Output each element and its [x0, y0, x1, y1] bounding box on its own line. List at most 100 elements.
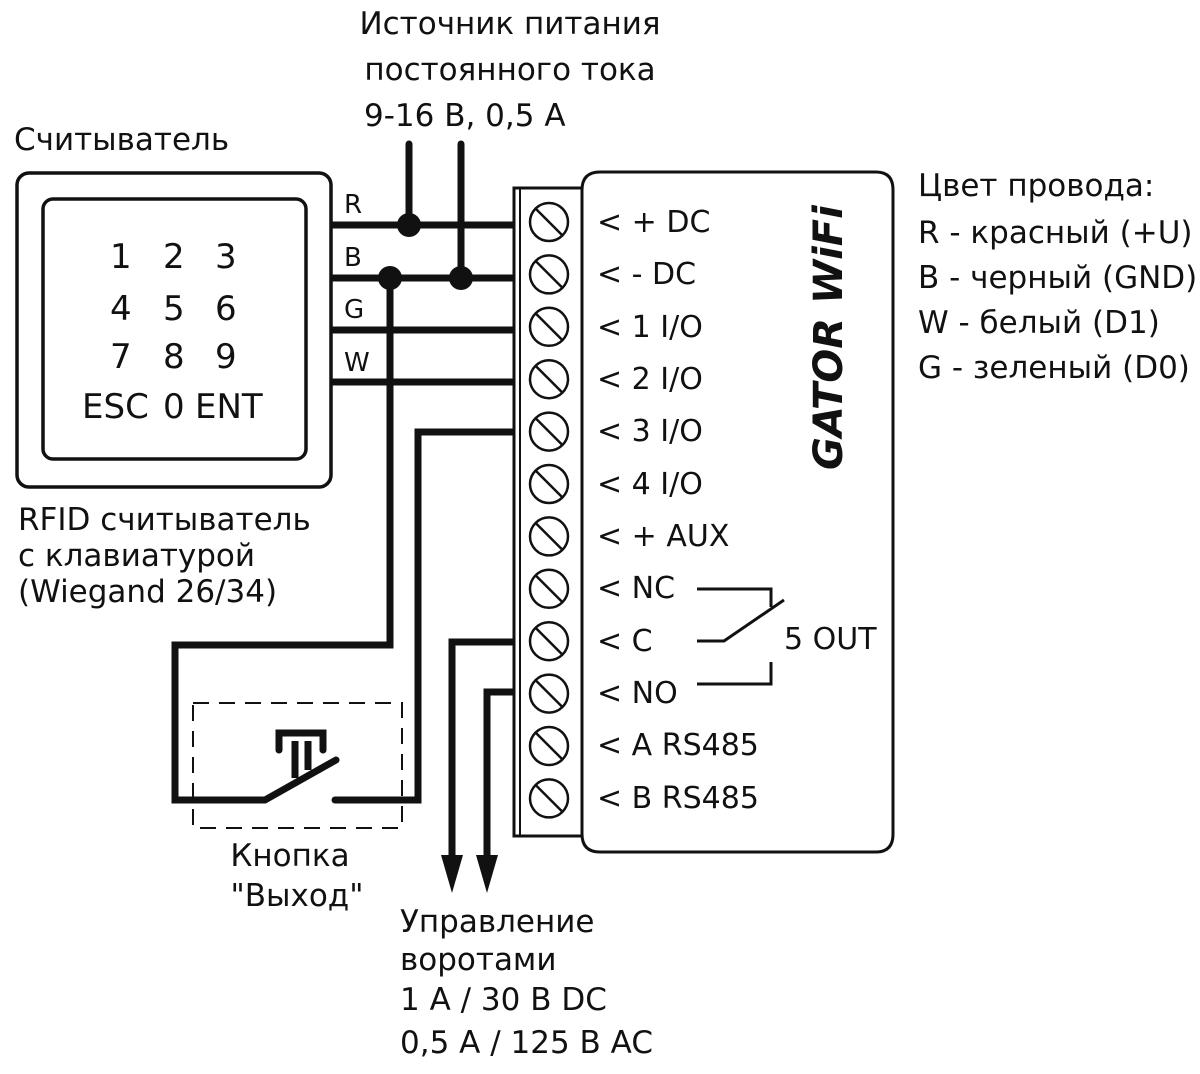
reader-wires: [331, 221, 514, 386]
key-5: 5: [163, 289, 185, 329]
relay-common-arm: [697, 598, 785, 643]
terminal-label: < + AUX: [597, 519, 729, 554]
relay-label: 5 OUT: [784, 622, 877, 657]
button-contact: [261, 756, 340, 804]
wire-relay-c: [448, 638, 514, 860]
key-3: 3: [215, 237, 237, 277]
screw-slot: [535, 679, 563, 708]
wire-letter-labels: R B G W: [344, 190, 370, 378]
screw-slot: [535, 470, 563, 498]
wire-label-g: G: [344, 295, 364, 325]
wire-label-w: W: [344, 348, 370, 378]
terminal-label: < B RS485: [597, 781, 759, 816]
key-ent: ENT: [195, 387, 263, 427]
junction-dot: [449, 266, 473, 290]
key-8: 8: [163, 337, 185, 377]
wire-label-b: B: [344, 243, 362, 273]
rfid-reader: 1 2 3 4 5 6 7 8 9 ESC 0 ENT: [15, 171, 333, 489]
terminal-label: < NC: [597, 571, 675, 606]
keypad: 1 2 3 4 5 6 7 8 9 ESC 0 ENT: [82, 237, 263, 427]
terminal-labels: < + DC < - DC < 1 I/O < 2 I/O < 3 I/O < …: [597, 205, 759, 816]
controller-body: [580, 170, 895, 854]
terminal-screw-icon: [528, 516, 570, 557]
legend-item: B - черный (GND): [918, 260, 1197, 296]
exit-button-circuit: [171, 278, 518, 829]
legend-item: R - красный (+U): [918, 215, 1192, 251]
legend-item: W - белый (D1): [918, 305, 1160, 341]
terminal-label: < 1 I/O: [597, 310, 703, 345]
wire-color-legend: Цвет провода: R - красный (+U) B - черны…: [918, 168, 1197, 386]
terminal-screw-icon: [528, 568, 570, 610]
terminal-screw-icon: [528, 254, 570, 295]
screw-slot: [535, 260, 563, 289]
relay-no-contact: [697, 662, 773, 686]
gate-control-wires: [441, 638, 514, 893]
key-1: 1: [110, 237, 132, 277]
arrow-down-icon: [441, 855, 463, 893]
terminal-label: < 2 I/O: [597, 362, 703, 397]
gate-control-line2: воротами: [400, 942, 556, 978]
button-cap: [275, 729, 327, 754]
power-supply-line1: Источник питания: [359, 6, 660, 42]
screw-slot: [535, 784, 563, 813]
terminal-screw-icon: [528, 306, 570, 348]
terminal-screw-icon: [528, 725, 570, 767]
relay-nc-contact: [697, 587, 773, 607]
key-esc: ESC: [82, 387, 149, 427]
legend-item: G - зеленый (D0): [918, 350, 1190, 386]
reader-caption-line3: (Wiegand 26/34): [18, 574, 277, 610]
terminal-screw-icon: [528, 201, 570, 243]
power-supply-line2: постоянного тока: [364, 52, 655, 88]
legend-title: Цвет провода:: [918, 168, 1154, 204]
arrow-down-icon: [476, 855, 498, 893]
terminal-label: < C: [597, 624, 653, 659]
terminal-screw-icon: [528, 411, 570, 452]
terminal-screw-icon: [528, 778, 570, 819]
screw-slot: [535, 627, 563, 656]
gate-control-line3: 1 А / 30 В DC: [400, 982, 607, 1018]
screw-slot: [535, 574, 563, 603]
junction-dot: [397, 213, 421, 237]
power-leads: [378, 140, 473, 290]
reader-caption: RFID считыватель с клавиатурой (Wiegand …: [18, 502, 311, 610]
gator-wifi-controller: GATOR WiFi < + DC < - DC < 1 I/O < 2 I/O…: [512, 170, 895, 854]
key-9: 9: [215, 337, 237, 377]
terminal-screw-icon: [528, 673, 570, 714]
reader-outer-frame: [15, 171, 333, 489]
terminal-screw-icon: [528, 358, 570, 400]
terminal-label: < NO: [597, 676, 678, 711]
key-7: 7: [110, 337, 132, 377]
terminal-label: < A RS485: [597, 728, 759, 763]
screw-slot: [535, 208, 563, 236]
terminal-screw-icon: [528, 620, 570, 662]
terminal-label: < + DC: [597, 205, 710, 240]
power-supply-line3: 9-16 В, 0,5 А: [364, 98, 566, 134]
screw-slot: [535, 312, 563, 341]
reader-caption-line1: RFID считыватель: [18, 502, 311, 538]
terminal-label: < - DC: [597, 257, 696, 292]
screw-slot: [535, 522, 563, 551]
screw-slot: [535, 732, 563, 760]
exit-button-enclosure: [192, 702, 403, 829]
exit-button-label-line2: "Выход": [230, 878, 363, 914]
screw-slot: [535, 417, 563, 446]
wire-label-r: R: [344, 190, 362, 220]
terminal-label: < 3 I/O: [597, 414, 703, 449]
controller-brand: GATOR WiFi: [806, 204, 852, 470]
key-0: 0: [163, 387, 185, 427]
terminal-screws: [528, 201, 570, 819]
exit-button-label-line1: Кнопка: [230, 838, 349, 874]
key-4: 4: [110, 289, 132, 329]
power-supply-label: Источник питания постоянного тока 9-16 В…: [359, 6, 660, 134]
wire-relay-no: [483, 688, 514, 860]
wire-gnd-to-button: [171, 278, 394, 804]
wire-button-to-io3: [331, 428, 518, 804]
gate-control-line4: 0,5 А / 125 В AC: [400, 1025, 653, 1061]
terminal-screw-icon: [528, 463, 570, 505]
gate-control-label: Управление воротами 1 А / 30 В DC 0,5 А …: [400, 904, 653, 1061]
relay-symbol: 5 OUT: [697, 587, 877, 686]
terminal-block: [512, 186, 584, 838]
key-6: 6: [215, 289, 237, 329]
screw-slot: [535, 365, 563, 394]
